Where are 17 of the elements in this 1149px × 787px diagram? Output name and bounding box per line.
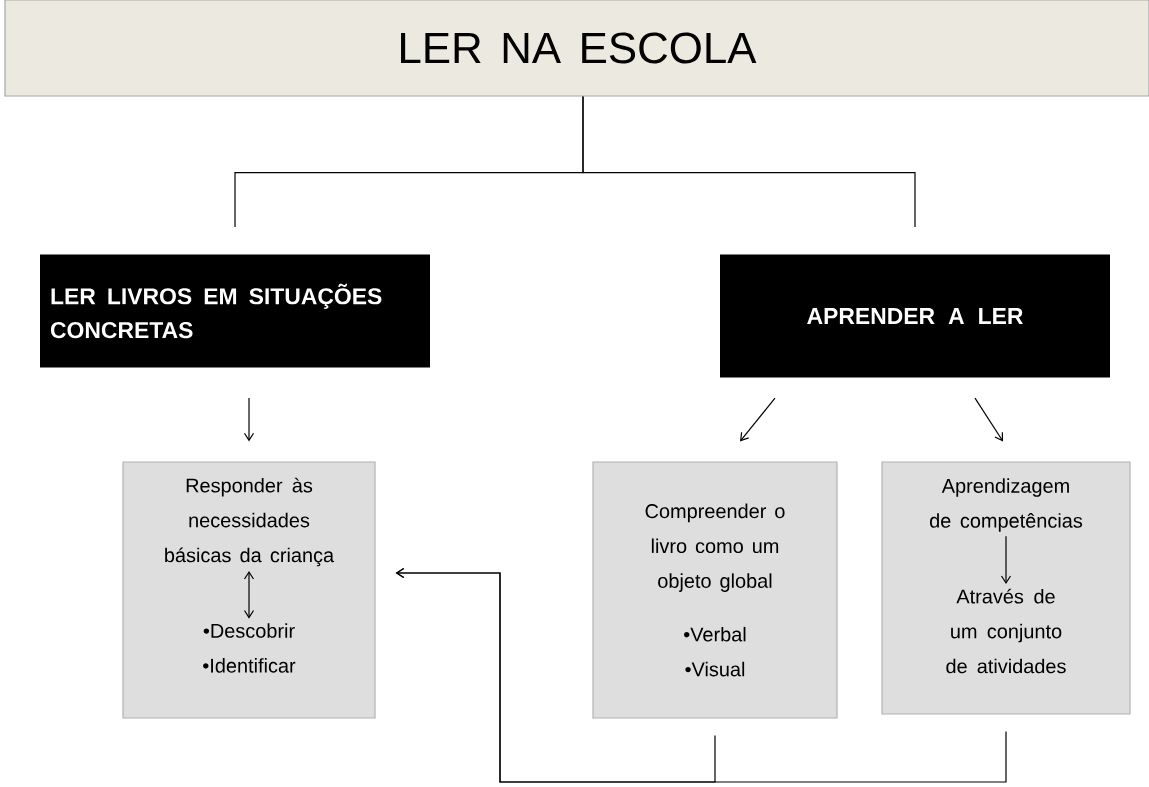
arrow — [974, 397, 1003, 442]
content-box: Compreender o livro como um objeto global •Verbal •Visual — [592, 461, 838, 719]
box-text: •Descobrir •Identificar — [203, 623, 296, 673]
heading-box: APRENDER A LER — [720, 254, 1110, 378]
box-text: Através de um conjunto de atividades — [946, 588, 1066, 674]
arrow — [740, 397, 776, 442]
box-text: Aprendizagem de competências — [930, 478, 1083, 532]
title-band: LER NA ESCOLA — [4, 0, 1149, 97]
arrow — [243, 570, 255, 619]
content-box — [122, 461, 376, 719]
content-box — [881, 461, 1131, 715]
arrow — [243, 397, 255, 442]
box-text: Responder às necessidades básicas da criança — [165, 477, 335, 567]
connector-line — [582, 96, 916, 228]
arrow — [1000, 535, 1012, 585]
arrow — [395, 567, 1007, 783]
heading-box: LER LIVROS EM SITUAÇÕES CONCRETAS — [40, 254, 430, 368]
